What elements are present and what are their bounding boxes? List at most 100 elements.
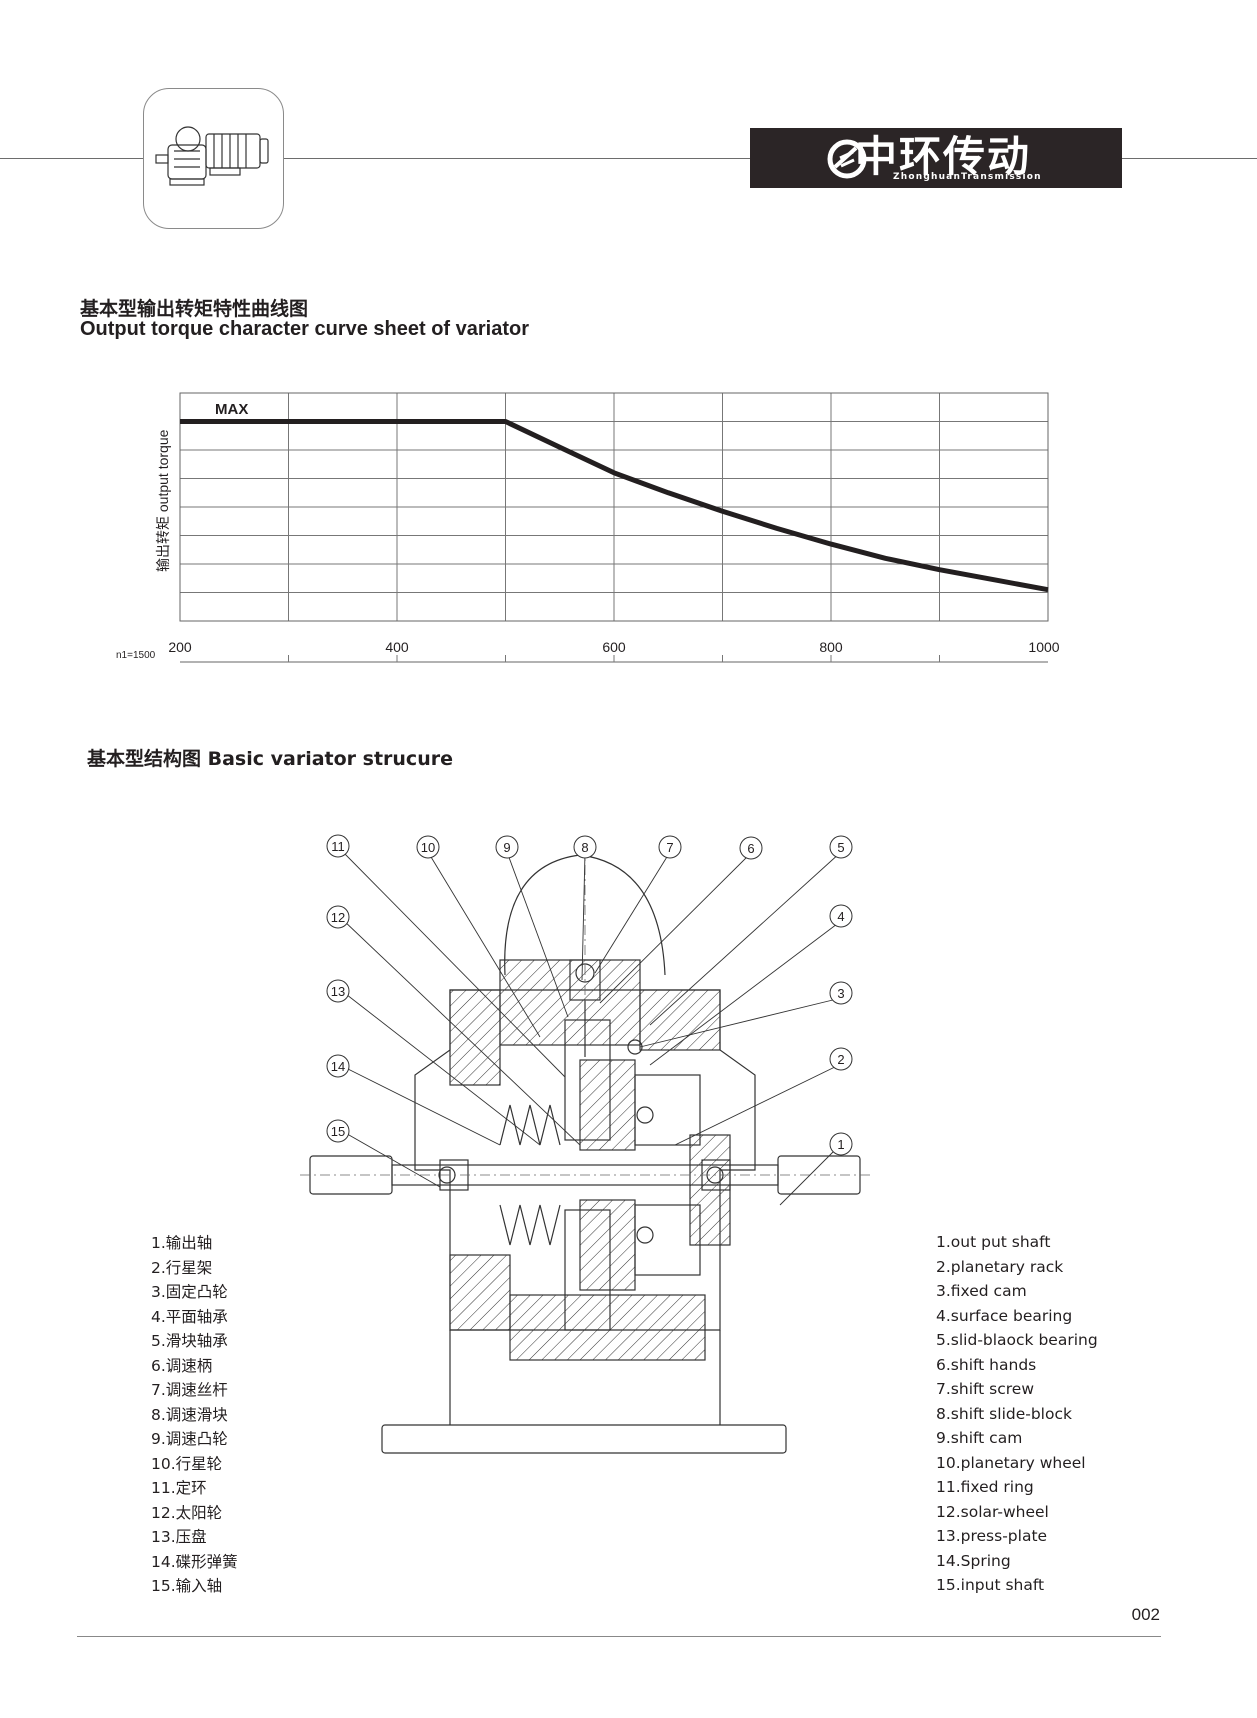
chart-title-cn: 基本型输出转矩特性曲线图 bbox=[80, 298, 309, 320]
planetary-rack-upper bbox=[634, 1074, 701, 1146]
part-item-cn: 8.调速滑块 bbox=[151, 1405, 228, 1424]
housing-wall-bottom-left bbox=[449, 1254, 511, 1331]
variator-motor-icon bbox=[155, 126, 269, 186]
structure-title: 基本型结构图 Basic variator strucure bbox=[87, 748, 453, 770]
x-axis-ticks bbox=[288, 655, 940, 662]
main-shaft bbox=[391, 1164, 779, 1186]
housing-wall-top-left bbox=[449, 989, 501, 1086]
footer-rule bbox=[77, 1636, 1161, 1637]
brand-mark-icon bbox=[827, 139, 867, 179]
svg-text:4: 4 bbox=[837, 909, 844, 924]
part-item-en: 4.surface bearing bbox=[936, 1306, 1073, 1325]
callout-9: 9 bbox=[495, 835, 519, 859]
part-item-cn: 1.输出轴 bbox=[151, 1234, 213, 1252]
part-item-en: 9.shift cam bbox=[936, 1429, 1023, 1447]
svg-text:14: 14 bbox=[331, 1059, 345, 1074]
parts-list-en: 1.out put shaft 2.planetary rack 3.fixed… bbox=[936, 1230, 1098, 1598]
svg-text:1: 1 bbox=[837, 1137, 844, 1152]
housing-wall-bottom bbox=[509, 1294, 706, 1361]
x-tick-label: 1000 bbox=[1028, 639, 1059, 655]
part-item-cn: 11.定环 bbox=[151, 1479, 207, 1497]
callout-8: 8 bbox=[573, 835, 597, 859]
planetary-rack-lower bbox=[634, 1204, 701, 1276]
callout-1: 1 bbox=[829, 1132, 853, 1156]
planetary-wheel-lower bbox=[579, 1199, 636, 1291]
callout-14: 14 bbox=[326, 1054, 350, 1078]
page-number: 002 bbox=[1131, 1605, 1160, 1624]
header-rule-left bbox=[0, 158, 143, 159]
brand-name-en: ZhonghuanTransmission bbox=[893, 172, 1042, 182]
callout-15: 15 bbox=[326, 1119, 350, 1143]
part-item-cn: 5.滑块轴承 bbox=[151, 1332, 228, 1350]
n1-label: n1=1500 bbox=[116, 650, 156, 661]
svg-text:12: 12 bbox=[331, 910, 345, 925]
part-item-en: 5.slid-blaock bearing bbox=[936, 1331, 1098, 1349]
callout-13: 13 bbox=[326, 979, 350, 1003]
spring-stack-upper bbox=[499, 1104, 561, 1146]
part-item-cn: 15.输入轴 bbox=[151, 1577, 223, 1595]
callout-3: 3 bbox=[829, 981, 853, 1005]
leader-5 bbox=[649, 851, 842, 1026]
chart-frame bbox=[179, 392, 1049, 622]
svg-text:5: 5 bbox=[837, 840, 844, 855]
part-item-en: 13.press-plate bbox=[936, 1527, 1048, 1545]
svg-text:13: 13 bbox=[331, 984, 345, 999]
callout-11: 11 bbox=[326, 834, 350, 858]
leader-15 bbox=[341, 1130, 441, 1188]
leader-8 bbox=[581, 851, 586, 981]
svg-text:15: 15 bbox=[331, 1124, 345, 1139]
part-item-en: 3.fixed cam bbox=[936, 1282, 1027, 1300]
variator-structure-diagram: 11 10 9 8 7 6 5 4 3 2 1 12 13 14 15 bbox=[300, 834, 870, 1454]
leader-6 bbox=[599, 852, 752, 1004]
bearing-ball bbox=[636, 1106, 654, 1124]
x-tick-label: 600 bbox=[602, 639, 626, 655]
leader-7 bbox=[594, 851, 671, 974]
part-item-cn: 3.固定凸轮 bbox=[151, 1283, 228, 1301]
callout-6: 6 bbox=[739, 836, 763, 860]
base-plate bbox=[381, 1424, 787, 1454]
housing-wall-top-right bbox=[639, 989, 721, 1051]
leader-14 bbox=[341, 1065, 501, 1146]
spring-stack-lower bbox=[499, 1204, 561, 1246]
y-axis-label: 输出转矩 output torque bbox=[155, 429, 171, 572]
bearing-ball bbox=[636, 1226, 654, 1244]
leader-12 bbox=[341, 918, 581, 1146]
callout-4: 4 bbox=[829, 904, 853, 928]
planetary-wheel-upper bbox=[579, 1059, 636, 1151]
svg-text:10: 10 bbox=[421, 840, 435, 855]
part-item-en: 15.input shaft bbox=[936, 1576, 1045, 1594]
brand-logo-bar bbox=[750, 128, 1122, 188]
part-item-cn: 6.调速柄 bbox=[151, 1356, 213, 1375]
leader-10 bbox=[427, 851, 541, 1038]
part-item-cn: 13.压盘 bbox=[151, 1528, 207, 1546]
chart-title-en: Output torque character curve sheet of v… bbox=[80, 318, 530, 340]
leader-9 bbox=[506, 851, 569, 1018]
part-item-cn: 9.调速凸轮 bbox=[151, 1430, 228, 1448]
torque-curve-line bbox=[180, 419, 1049, 593]
part-item-en: 7.shift screw bbox=[936, 1380, 1035, 1398]
torque-curve-chart: MAX 输出转矩 output torque n1=1500 200 400 6… bbox=[116, 392, 1060, 663]
part-item-cn: 10.行星轮 bbox=[151, 1454, 223, 1473]
part-item-en: 10.planetary wheel bbox=[936, 1453, 1086, 1472]
callout-12: 12 bbox=[326, 905, 350, 929]
part-item-cn: 12.太阳轮 bbox=[151, 1503, 223, 1522]
leader-3 bbox=[639, 997, 842, 1048]
svg-text:3: 3 bbox=[837, 986, 844, 1001]
part-item-en: 1.out put shaft bbox=[936, 1233, 1051, 1251]
product-thumbnail bbox=[143, 88, 284, 229]
callout-5: 5 bbox=[829, 835, 853, 859]
parts-list-cn: 1.输出轴 2.行星架 3.固定凸轮 4.平面轴承 5.滑块轴承 6.调速柄 7… bbox=[151, 1231, 238, 1599]
part-item-cn: 4.平面轴承 bbox=[151, 1307, 228, 1326]
callout-7: 7 bbox=[658, 835, 682, 859]
x-tick-label: 400 bbox=[385, 639, 409, 655]
part-item-cn: 7.调速丝杆 bbox=[151, 1381, 228, 1399]
svg-text:7: 7 bbox=[666, 840, 673, 855]
leader-1 bbox=[779, 1143, 842, 1206]
x-tick-labels: 200 400 600 800 1000 bbox=[168, 639, 1059, 655]
header-rule-mid bbox=[282, 158, 750, 159]
svg-text:6: 6 bbox=[747, 841, 754, 856]
callout-2: 2 bbox=[829, 1047, 853, 1071]
part-item-en: 8.shift slide-block bbox=[936, 1404, 1072, 1423]
max-label: MAX bbox=[215, 401, 248, 418]
part-item-en: 6.shift hands bbox=[936, 1355, 1037, 1374]
